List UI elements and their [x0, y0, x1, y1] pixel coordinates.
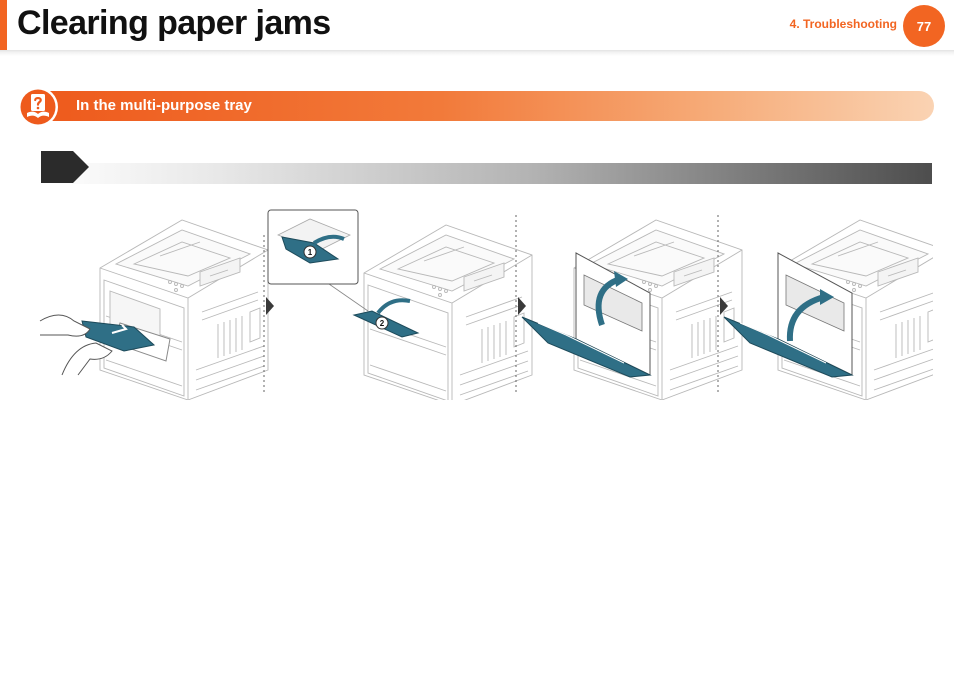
section-title: In the multi-purpose tray	[76, 97, 252, 114]
page-number-badge: 77	[903, 5, 945, 47]
header-accent-bar	[0, 0, 7, 50]
page-number: 77	[916, 18, 932, 34]
svg-text:1: 1	[308, 248, 313, 257]
title-divider	[0, 50, 954, 56]
panel-remove-paper	[39, 219, 269, 400]
step-illustration: 2 1	[39, 209, 933, 400]
step-bar	[40, 163, 932, 184]
panel-close-cover	[723, 219, 933, 400]
svg-text:2: 2	[380, 319, 385, 328]
page-title: Clearing paper jams	[17, 4, 331, 42]
panel-open-tray: 2 1	[267, 209, 533, 400]
flow-arrow-3	[720, 297, 728, 315]
flow-arrow-1	[266, 297, 274, 315]
section-header-bar	[38, 91, 934, 121]
question-book-icon	[18, 87, 58, 127]
flow-arrow-2	[518, 297, 526, 315]
chapter-label[interactable]: 4. Troubleshooting	[789, 17, 897, 31]
panel-open-cover	[521, 215, 743, 400]
step-arrow-icon	[41, 151, 89, 183]
